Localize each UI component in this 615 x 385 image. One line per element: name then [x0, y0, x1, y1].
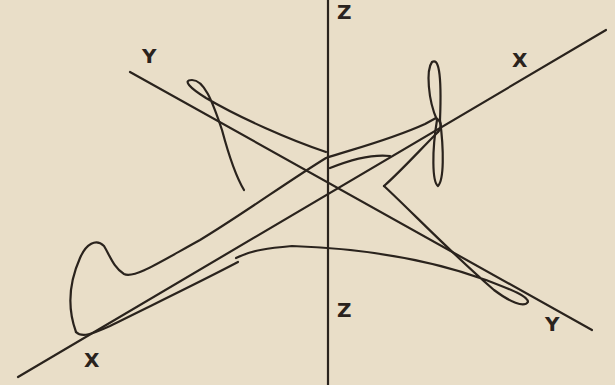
x-axis: [18, 30, 606, 377]
axis-label: Y: [545, 314, 559, 334]
left-wing: [188, 80, 326, 190]
fuselage-bottom: [76, 132, 438, 335]
right-wing: [236, 186, 528, 304]
axis-label: X: [84, 350, 99, 370]
axis-label: Y: [142, 46, 156, 66]
fuselage-top: [70, 118, 436, 332]
canopy: [330, 156, 390, 168]
axis-label: Z: [337, 300, 352, 320]
axis-label: X: [512, 50, 527, 70]
y-axis: [130, 72, 592, 330]
propeller: [429, 61, 443, 186]
axis-label: Z: [337, 2, 352, 22]
